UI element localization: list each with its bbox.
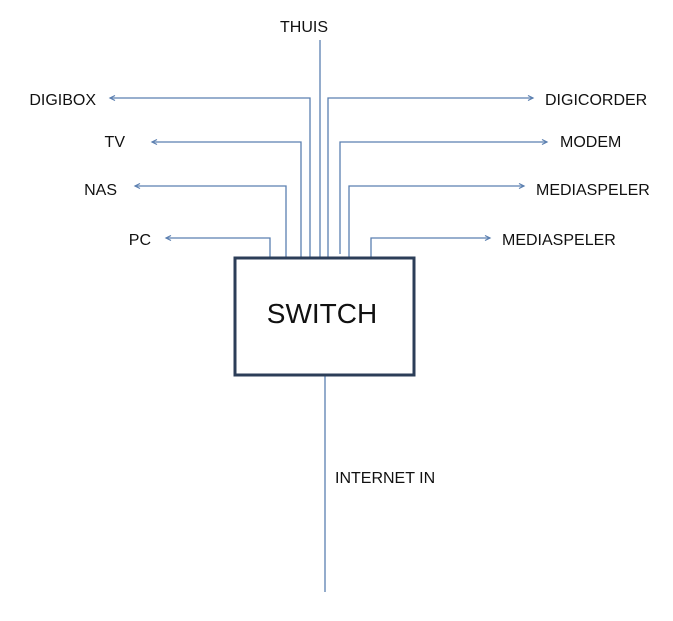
- switch-label: SWITCH: [267, 298, 377, 329]
- digibox-connection: [108, 94, 311, 258]
- mediaspeler-1-connection: [348, 182, 526, 258]
- mediaspeler-2-label: MEDIASPELER: [502, 232, 616, 249]
- nas-label: NAS: [84, 182, 117, 199]
- digicorder-label: DIGICORDER: [545, 92, 647, 109]
- modem-label: MODEM: [560, 134, 621, 151]
- internet-in-label: INTERNET IN: [335, 470, 435, 487]
- modem-connection: [339, 138, 549, 254]
- tv-connection: [150, 138, 302, 258]
- switch-box: [233, 256, 416, 377]
- digibox-label: DIGIBOX: [29, 92, 96, 109]
- tv-label: TV: [105, 134, 126, 151]
- pc-label: PC: [129, 232, 151, 249]
- nas-connection: [133, 182, 287, 258]
- thuis-label: THUIS: [280, 19, 328, 36]
- mediaspeler-2-connection: [370, 234, 492, 258]
- digicorder-connection: [327, 94, 535, 258]
- mediaspeler-1-label: MEDIASPELER: [536, 182, 650, 199]
- pc-connection: [164, 234, 271, 258]
